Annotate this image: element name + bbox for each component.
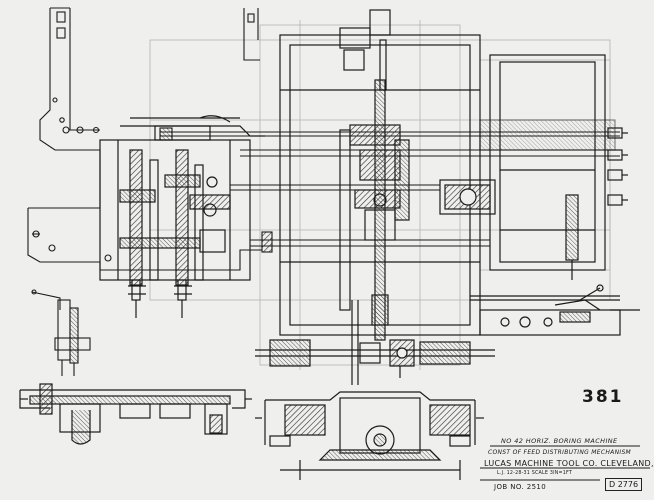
base-plate-left xyxy=(27,150,262,271)
mechanism-title: CONST OF FEED DISTRIBUTING MECHANISM xyxy=(488,449,632,456)
drawing-number: D 2776 xyxy=(605,478,643,491)
central-vertical-shaft xyxy=(339,39,410,385)
sheet-number: 381 xyxy=(582,387,624,407)
title-block xyxy=(480,445,650,481)
company-name: LUCAS MACHINE TOOL CO. CLEVELAND, O. xyxy=(484,459,654,468)
lower-center-section xyxy=(255,391,484,480)
job-number: JOB NO. 2510 xyxy=(494,483,547,491)
left-gearbox xyxy=(99,115,265,318)
right-housing xyxy=(439,54,628,280)
lower-feed-shaft xyxy=(255,339,495,378)
lever-detail xyxy=(31,289,91,376)
column-frame-left xyxy=(39,7,260,151)
draft-note: L.J. 12-28-31 SCALE 3IN=1FT xyxy=(497,471,572,476)
lower-left-section xyxy=(19,383,252,445)
machine-title: NO 42 HORIZ. BORING MACHINE xyxy=(501,437,618,445)
linkage-detail xyxy=(470,284,640,336)
